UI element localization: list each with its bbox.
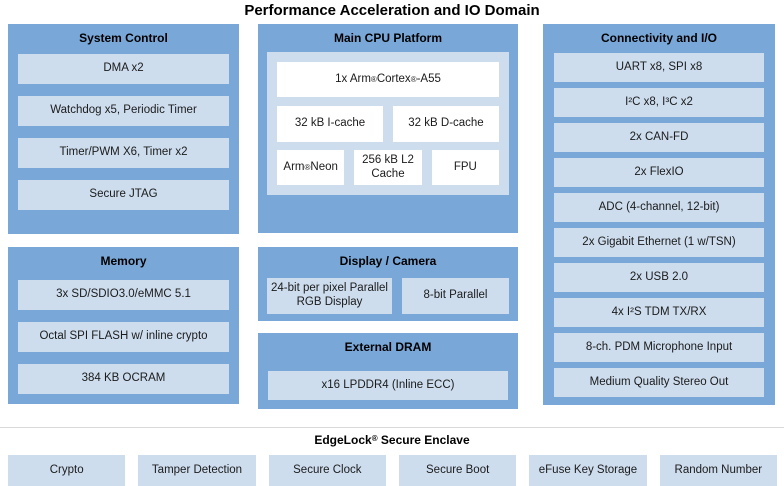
block-octal-spi-flash: Octal SPI FLASH w/ inline crypto (18, 322, 229, 352)
memory-items: 3x SD/SDIO3.0/eMMC 5.1 Octal SPI FLASH w… (8, 269, 239, 394)
panel-main-cpu-title: Main CPU Platform (333, 31, 442, 45)
block-flexio: 2x FlexIO (554, 158, 764, 187)
panel-display-camera-title: Display / Camera (339, 254, 437, 268)
block-i2s-tdm: 4x I²S TDM TX/RX (554, 298, 764, 327)
block-stereo-out: Medium Quality Stereo Out (554, 368, 764, 397)
block-random-number: Random Number (659, 455, 777, 486)
block-secure-boot: Secure Boot (398, 455, 517, 486)
block-crypto: Crypto (8, 455, 126, 486)
block-dma: DMA x2 (18, 54, 229, 84)
block-parallel-rgb-display: 24-bit per pixel Parallel RGB Display (267, 278, 392, 314)
diagram-title: Performance Acceleration and IO Domain (244, 2, 540, 19)
panel-memory: Memory 3x SD/SDIO3.0/eMMC 5.1 Octal SPI … (8, 247, 239, 404)
block-dcache: 32 kB D-cache (393, 106, 499, 142)
block-watchdog-timer: Watchdog x5, Periodic Timer (18, 96, 229, 126)
panel-memory-title: Memory (100, 254, 147, 268)
system-control-items: DMA x2 Watchdog x5, Periodic Timer Timer… (8, 46, 239, 210)
block-pdm-microphone: 8-ch. PDM Microphone Input (554, 333, 764, 362)
block-icache: 32 kB I-cache (277, 106, 383, 142)
block-arm-neon: Arm® Neon (277, 150, 345, 185)
block-secure-clock: Secure Clock (268, 455, 386, 486)
block-sd-sdio-emmc: 3x SD/SDIO3.0/eMMC 5.1 (18, 280, 229, 310)
panel-external-dram-title: External DRAM (344, 340, 432, 354)
block-cortex-a55: 1x Arm® Cortex®-A55 (277, 62, 499, 97)
section-secure-enclave: EdgeLock® Secure Enclave Crypto Tamper D… (0, 427, 784, 486)
block-uart-spi: UART x8, SPI x8 (554, 53, 764, 82)
display-camera-items: 24-bit per pixel Parallel RGB Display 8-… (267, 278, 509, 314)
block-tamper-detection: Tamper Detection (138, 455, 256, 486)
block-can-fd: 2x CAN-FD (554, 123, 764, 152)
block-l2-cache: 256 kB L2 Cache (354, 150, 422, 185)
panel-connectivity-io-title: Connectivity and I/O (600, 31, 717, 45)
external-dram-items: x16 LPDDR4 (Inline ECC) (268, 371, 508, 400)
block-efuse-key-storage: eFuse Key Storage (529, 455, 647, 486)
panel-system-control: System Control DMA x2 Watchdog x5, Perio… (8, 24, 239, 234)
block-i2c-i3c: I²C x8, I³C x2 (554, 88, 764, 117)
block-fpu: FPU (431, 150, 499, 185)
cpu-cluster-container: 1x Arm® Cortex®-A55 32 kB I-cache 32 kB … (267, 52, 509, 195)
panel-display-camera: Display / Camera 24-bit per pixel Parall… (258, 247, 518, 321)
panel-external-dram: External DRAM x16 LPDDR4 (Inline ECC) (258, 333, 518, 409)
block-ocram: 384 KB OCRAM (18, 364, 229, 394)
secure-enclave-title: EdgeLock® Secure Enclave (314, 433, 470, 447)
panel-system-control-title: System Control (79, 31, 168, 45)
block-secure-jtag: Secure JTAG (18, 180, 229, 210)
block-adc: ADC (4-channel, 12-bit) (554, 193, 764, 222)
block-8bit-parallel: 8-bit Parallel (402, 278, 509, 314)
panel-connectivity-io: Connectivity and I/O UART x8, SPI x8 I²C… (543, 24, 775, 405)
panel-main-cpu-platform: Main CPU Platform 1x Arm® Cortex®-A55 32… (258, 24, 518, 233)
block-timer-pwm: Timer/PWM X6, Timer x2 (18, 138, 229, 168)
secure-enclave-items: Crypto Tamper Detection Secure Clock Sec… (8, 455, 777, 486)
connectivity-items: UART x8, SPI x8 I²C x8, I³C x2 2x CAN-FD… (543, 46, 775, 397)
block-gigabit-ethernet: 2x Gigabit Ethernet (1 w/TSN) (554, 228, 764, 257)
block-usb: 2x USB 2.0 (554, 263, 764, 292)
block-lpddr4: x16 LPDDR4 (Inline ECC) (268, 371, 508, 400)
